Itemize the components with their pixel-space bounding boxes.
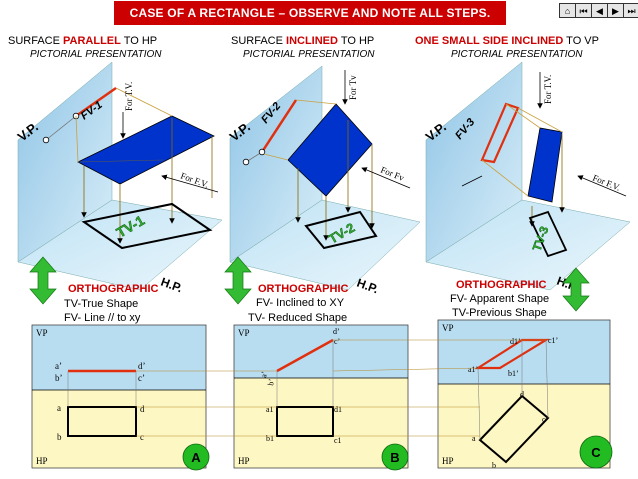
ortho-note2-a: FV- Line // to xy: [64, 312, 141, 324]
svg-text:c’: c’: [138, 373, 145, 383]
tv-rect-a: [81, 202, 213, 250]
pictorial-a: V.P. H.P. FV-1 TV-1 For T.V. For F.V.: [15, 61, 223, 296]
fv-line-ortho-b: [276, 338, 334, 373]
fv-line-b: [260, 99, 298, 153]
hp-short-c: HP: [442, 456, 454, 466]
tv-rect-c: [528, 210, 568, 258]
svg-text:a: a: [472, 434, 476, 443]
svg-text:c1: c1: [334, 436, 342, 445]
svg-text:d’: d’: [138, 361, 146, 371]
svg-text:b: b: [57, 432, 62, 442]
ortho-note2-c: TV-Previous Shape: [452, 307, 547, 319]
for-fv-c: For F.V.: [591, 173, 622, 193]
banner-title: CASE OF A RECTANGLE – OBSERVE AND NOTE A…: [129, 6, 491, 20]
svg-text:d’: d’: [333, 327, 340, 336]
svg-text:B: B: [390, 450, 399, 465]
badge-b: B: [381, 443, 409, 471]
for-tv-a: For T.V.: [124, 82, 134, 111]
tv-rect-ortho-b: [276, 406, 334, 437]
svg-text:C: C: [591, 445, 601, 460]
hp-short-b: HP: [238, 456, 250, 466]
ortho-note1-c: FV- Apparent Shape: [450, 293, 549, 305]
svg-text:c: c: [140, 432, 144, 442]
svg-text:d: d: [140, 404, 145, 414]
slide-nav: ⌂ ⏮ ◀ ▶ ⏭: [559, 3, 638, 18]
tv-rect-ortho-a: [67, 406, 137, 437]
double-arrow-a: [29, 256, 57, 305]
subheader-b: PICTORIAL PRESENTATION: [243, 49, 375, 60]
svg-text:a’: a’: [55, 361, 62, 371]
svg-text:b1’: b1’: [508, 369, 519, 378]
svg-text:a’: a’: [259, 371, 269, 379]
page-banner: CASE OF A RECTANGLE – OBSERVE AND NOTE A…: [114, 1, 506, 25]
double-arrow-c: [562, 267, 590, 312]
tv-rect-b: [304, 210, 378, 250]
pictorial-c: V.P. H.P. FV-3 TV-3 For T.V. For F.V.: [423, 61, 631, 294]
hp-label-a: H.P.: [159, 275, 184, 296]
for-tv-c: For T.V.: [543, 75, 553, 104]
header-b: SURFACE INCLINED TO HP: [231, 35, 375, 47]
header-a: SURFACE PARALLEL TO HP: [8, 35, 158, 47]
vp-short-a: VP: [36, 328, 48, 338]
svg-text:c’: c’: [334, 337, 340, 346]
svg-text:d1: d1: [334, 405, 342, 414]
svg-text:c1’: c1’: [548, 336, 558, 345]
double-arrow-b: [224, 256, 252, 305]
ortho-panel-c: VP HP a1’ b1’ c1’ d1’ a b c d: [437, 319, 611, 470]
fv-line-a: [75, 86, 117, 118]
ortho-note1-b: FV- Inclined to XY: [256, 297, 345, 309]
ortho-note2-b: TV- Reduced Shape: [248, 312, 347, 324]
for-fv-a: For F.V.: [179, 170, 210, 189]
ortho-note1-a: TV-True Shape: [64, 298, 138, 310]
svg-text:c: c: [542, 415, 546, 424]
projection-links: [136, 339, 546, 437]
hp-short-a: HP: [36, 456, 48, 466]
svg-text:d1’: d1’: [510, 337, 521, 346]
badge-a: A: [182, 443, 210, 471]
svg-text:b1: b1: [266, 434, 274, 443]
vp-short-b: VP: [238, 328, 250, 338]
subheader-c: PICTORIAL PRESENTATION: [451, 49, 583, 60]
svg-text:b’: b’: [266, 378, 276, 386]
ortho-title-b: ORTHOGRAPHIC: [258, 283, 349, 295]
plate-c: [527, 127, 563, 203]
badge-c: C: [579, 435, 613, 469]
last-icon[interactable]: ⏭: [623, 3, 638, 18]
subheader-a: PICTORIAL PRESENTATION: [30, 49, 162, 60]
ortho-panel-a: VP HP a’ b’ d’ c’ a b c d: [31, 324, 207, 469]
ortho-panel-b: VP HP a’ b’ d’ c’ a1 b1 c1 d1: [233, 324, 409, 469]
svg-text:a: a: [57, 403, 61, 413]
ortho-title-c: ORTHOGRAPHIC: [456, 279, 547, 291]
header-c: ONE SMALL SIDE INCLINED TO VP: [415, 35, 599, 47]
ortho-title-a: ORTHOGRAPHIC: [68, 283, 159, 295]
svg-text:b’: b’: [55, 373, 63, 383]
svg-text:a1’: a1’: [468, 365, 478, 374]
plate-a: [77, 115, 215, 185]
svg-text:A: A: [191, 450, 201, 465]
hp-label-b: H.P.: [355, 276, 380, 297]
pictorial-b: V.P. H.P. FV-2 TV-2 For Tv For Fv: [227, 65, 421, 297]
svg-text:b: b: [492, 461, 496, 470]
for-tv-b: For Tv: [348, 75, 358, 100]
svg-text:d: d: [520, 390, 524, 399]
svg-text:a1: a1: [266, 405, 274, 414]
vp-short-c: VP: [442, 323, 454, 333]
